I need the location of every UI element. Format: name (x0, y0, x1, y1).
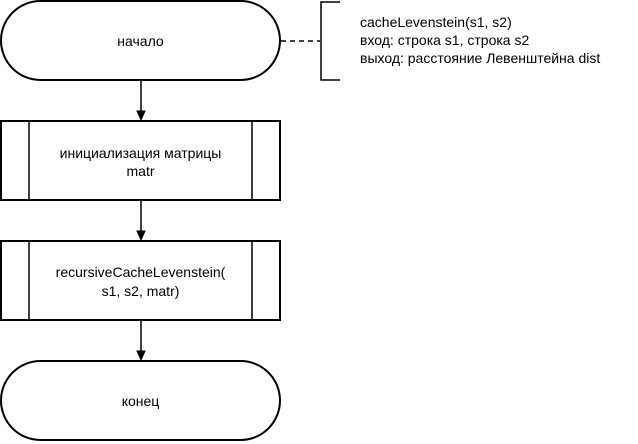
process-init-matrix: инициализация матрицы matr (0, 120, 281, 201)
arrow-process1-to-process2 (136, 201, 146, 242)
annotation-bracket (320, 1, 340, 81)
process-recursive-call: recursiveCacheLevenstein( s1, s2, matr) (0, 240, 281, 321)
arrow-start-to-process1 (136, 81, 146, 122)
start-label: начало (117, 33, 164, 49)
annotation-line-1: cacheLevenstein(s1, s2) (360, 14, 512, 30)
process2-line-1: recursiveCacheLevenstein( (56, 264, 226, 280)
annotation-line-3: выход: расстояние Левенштейна dist (360, 50, 600, 66)
end-terminator: конец (0, 360, 281, 441)
process1-line-1: инициализация матрицы (60, 145, 222, 161)
annotation-line-2: вход: строка s1, строка s2 (360, 32, 529, 48)
start-terminator: начало (0, 0, 281, 81)
annotation: cacheLevenstein(s1, s2) вход: строка s1,… (320, 1, 600, 81)
process1-line-2: matr (127, 163, 155, 179)
process2-line-2: s1, s2, matr) (102, 283, 180, 299)
arrow-process2-to-end (136, 321, 146, 362)
end-label: конец (122, 393, 160, 409)
